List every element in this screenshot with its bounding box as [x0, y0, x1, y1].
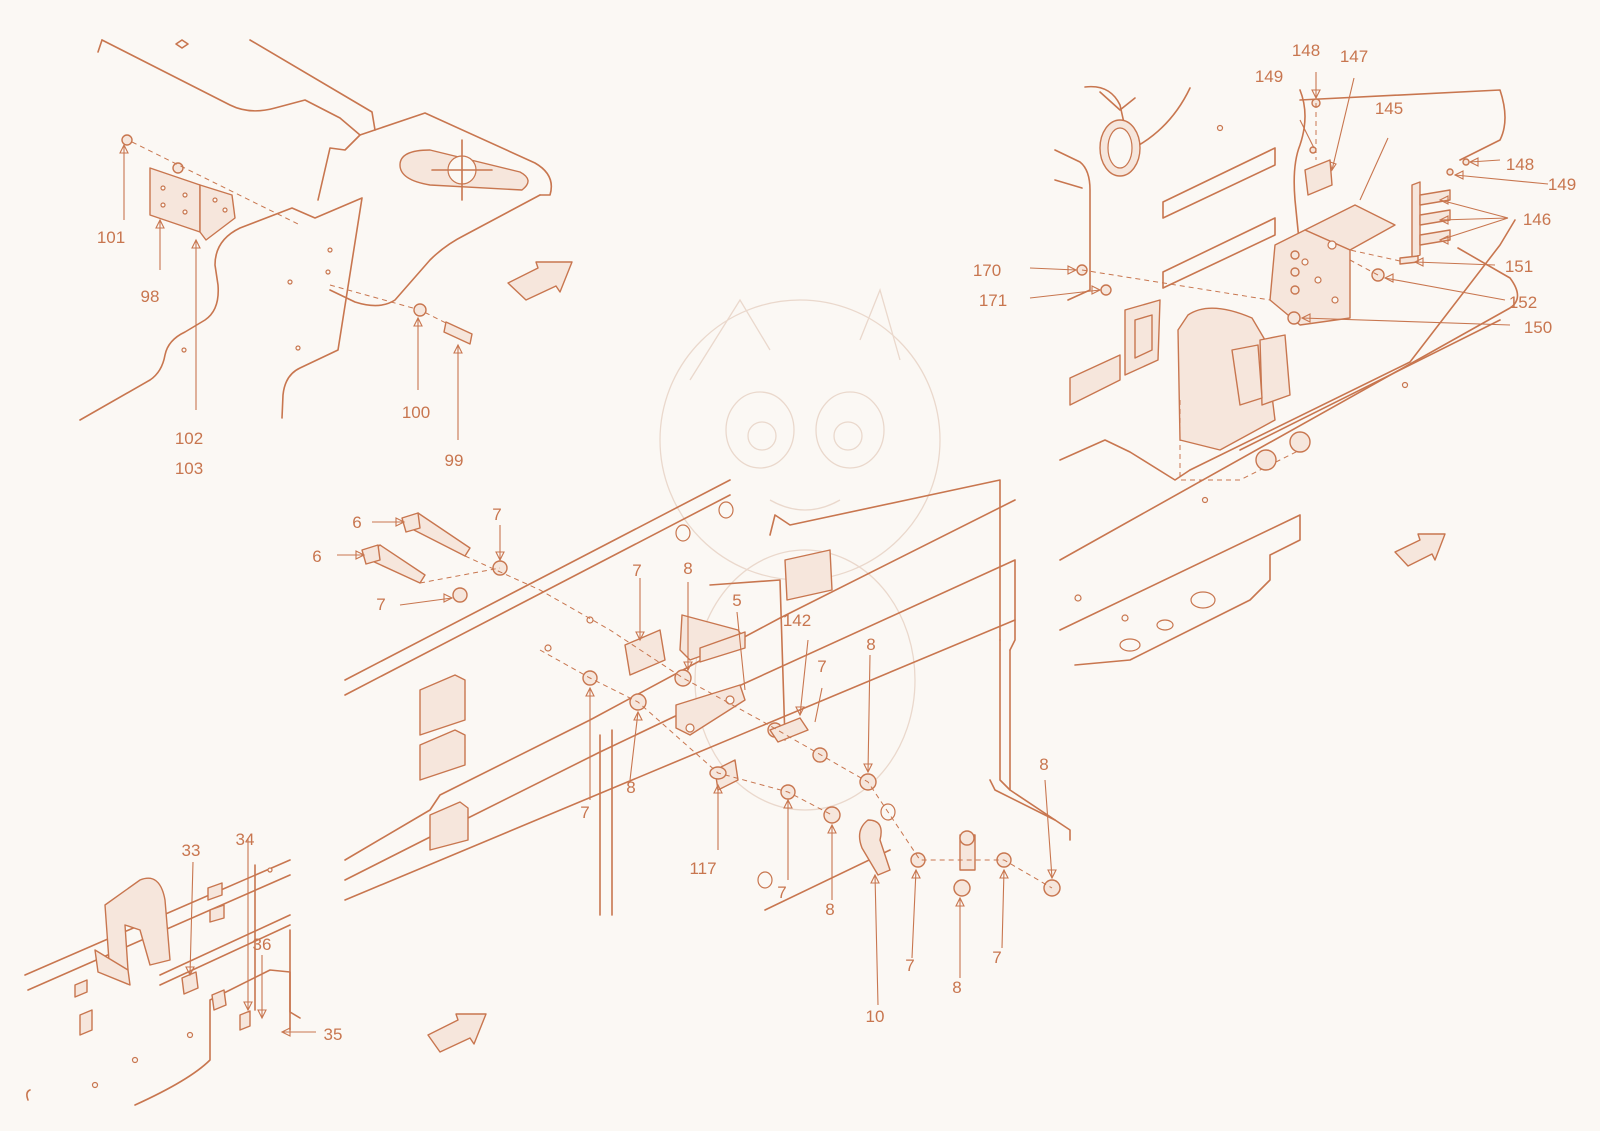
- callout-99: 99: [445, 451, 464, 470]
- callout-7-e: 7: [580, 803, 589, 822]
- callout-103: 103: [175, 459, 203, 478]
- callout-34: 34: [236, 830, 255, 849]
- callout-36: 36: [253, 935, 272, 954]
- callout-7-g: 7: [905, 956, 914, 975]
- panel-center: [337, 479, 1071, 1006]
- callout-149-right: 149: [1548, 175, 1576, 194]
- callout-7-d: 7: [817, 657, 826, 676]
- callout-102: 102: [175, 429, 203, 448]
- panel-top-left: [79, 39, 573, 440]
- callout-98: 98: [141, 287, 160, 306]
- callout-117: 117: [689, 859, 716, 878]
- callout-170: 170: [973, 261, 1001, 280]
- callout-148-top: 148: [1292, 41, 1320, 60]
- callout-8-f: 8: [952, 978, 961, 997]
- callout-152: 152: [1509, 293, 1537, 312]
- callout-148-right: 148: [1506, 155, 1534, 174]
- callout-171: 171: [979, 291, 1007, 310]
- callout-142: 142: [783, 611, 811, 630]
- callout-100: 100: [402, 403, 430, 422]
- callout-146: 146: [1523, 210, 1551, 229]
- callout-8-a: 8: [683, 559, 692, 578]
- callout-10: 10: [866, 1007, 885, 1026]
- callout-labels: 101 98 102 103 100 99 6 6 7 7 7 8 5 142 …: [97, 41, 1576, 1044]
- callout-33: 33: [182, 841, 201, 860]
- callout-145: 145: [1375, 99, 1403, 118]
- callout-8-d: 8: [1039, 755, 1048, 774]
- callout-7-c: 7: [632, 561, 641, 580]
- callout-6-upper: 6: [352, 513, 361, 532]
- callout-8-e: 8: [825, 900, 834, 919]
- callout-101: 101: [97, 228, 125, 247]
- callout-6-lower: 6: [312, 547, 321, 566]
- callout-7-b: 7: [376, 595, 385, 614]
- callout-147: 147: [1340, 47, 1368, 66]
- panel-top-right: [1029, 72, 1549, 666]
- callout-151: 151: [1505, 257, 1533, 276]
- callout-7-f: 7: [777, 883, 786, 902]
- callout-7-h: 7: [992, 948, 1001, 967]
- callout-5: 5: [732, 591, 741, 610]
- callout-150: 150: [1524, 318, 1552, 337]
- callout-8-c: 8: [626, 778, 635, 797]
- panel-bottom-left: [24, 838, 487, 1106]
- callout-35: 35: [324, 1025, 343, 1044]
- callout-7-a: 7: [492, 505, 501, 524]
- callout-8-b: 8: [866, 635, 875, 654]
- callout-149-top: 149: [1255, 67, 1283, 86]
